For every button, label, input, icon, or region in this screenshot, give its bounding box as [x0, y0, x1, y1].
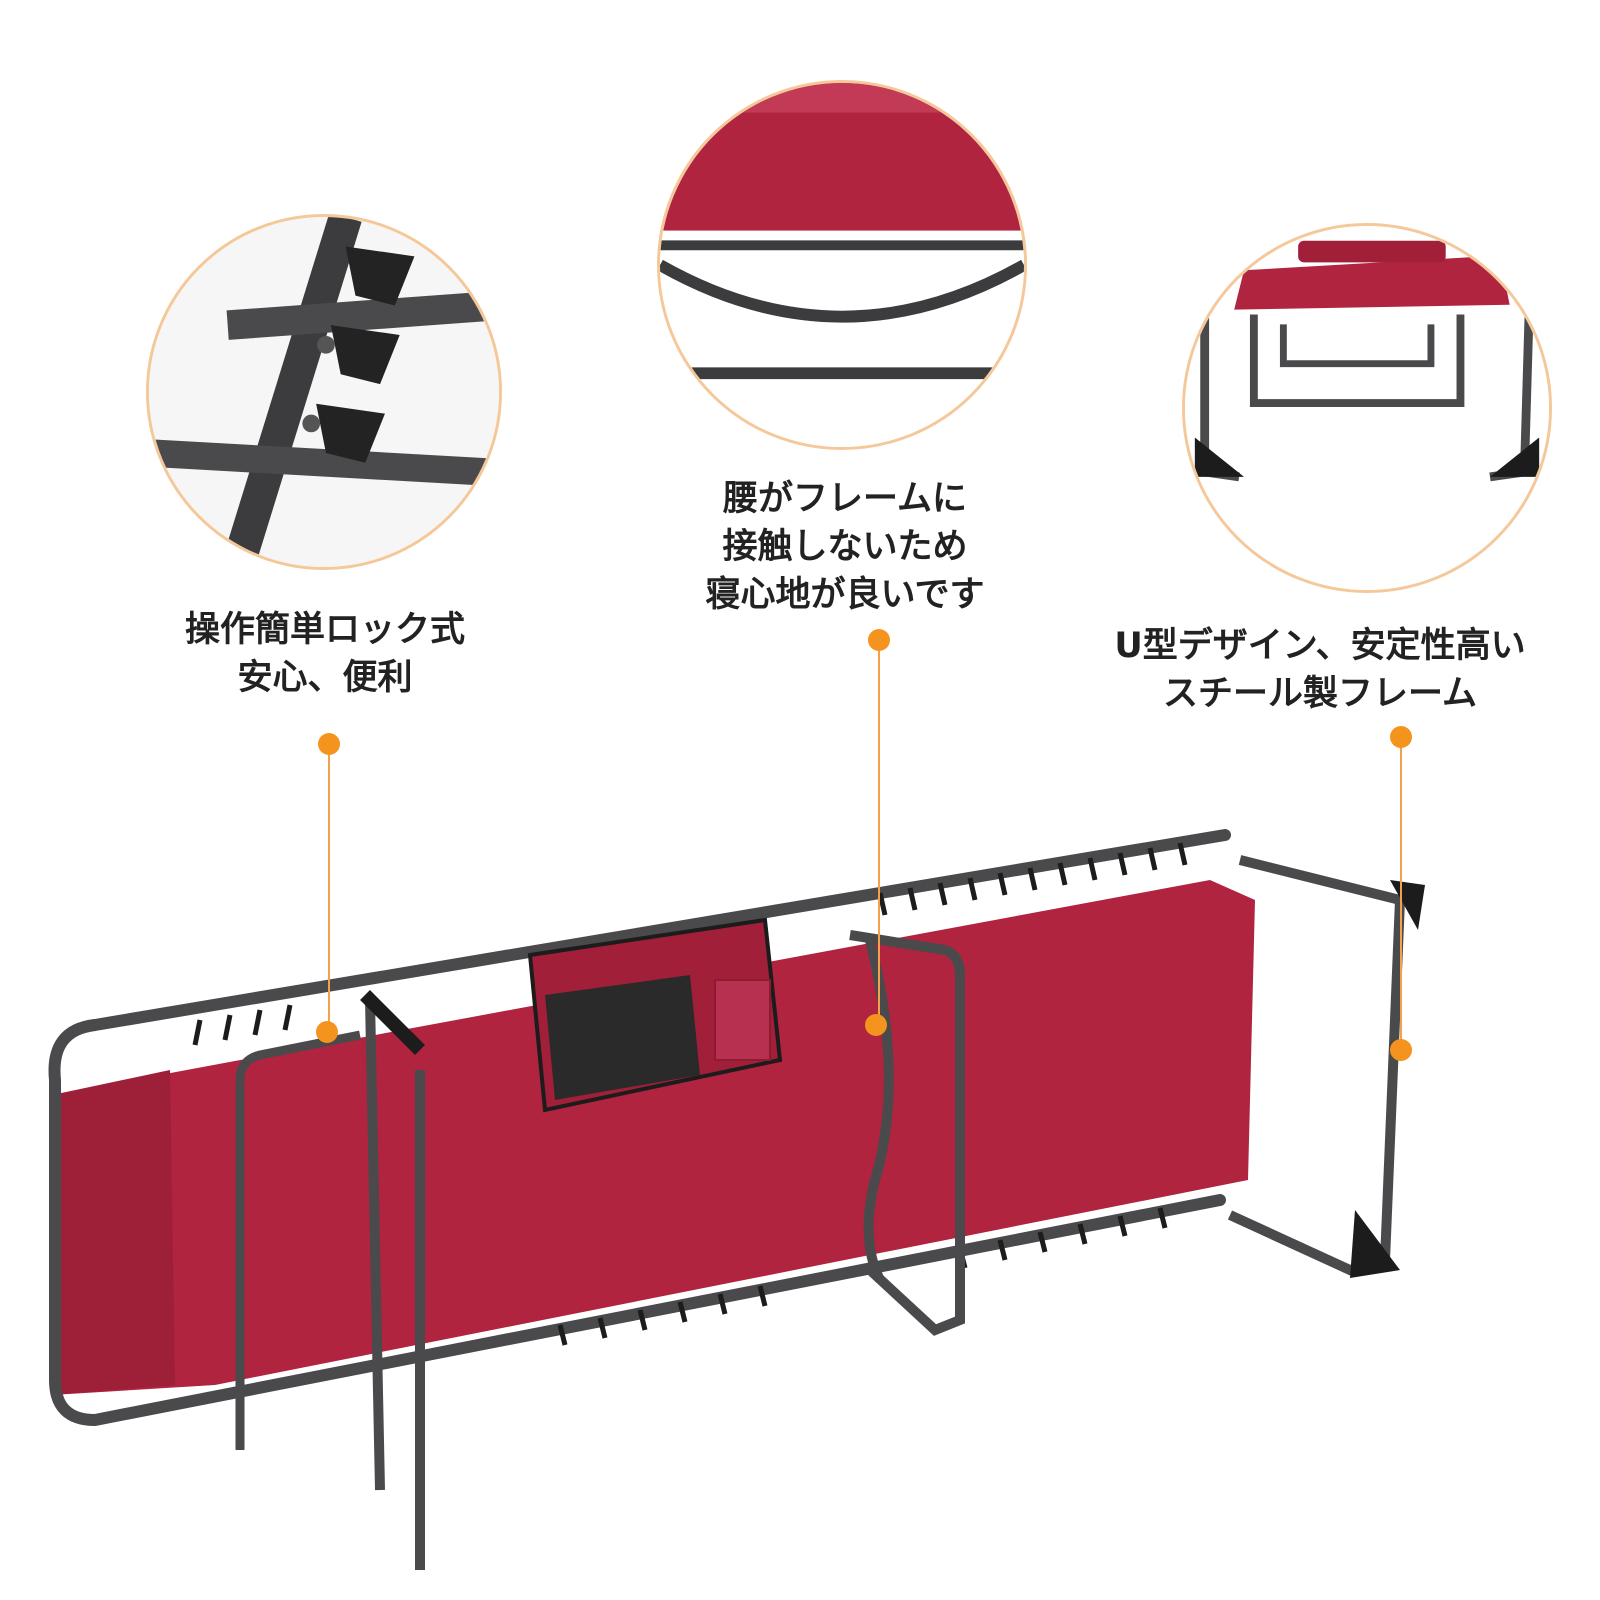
marker-dot-frame-top: [1390, 726, 1412, 748]
feature-caption-frame: U型デザイン、安定性高い スチール製フレーム: [1080, 622, 1560, 718]
frame-detail-circle: [1182, 223, 1552, 593]
marker-dot-lock-bottom: [316, 1021, 338, 1043]
caption-line: 安心、便利: [237, 658, 413, 698]
caption-line: U型デザイン、安定性高い: [1114, 626, 1526, 666]
marker-dot-waist-bottom: [865, 1014, 887, 1036]
marker-dot-lock-top: [318, 733, 340, 755]
feature-caption-waist: 腰がフレームに 接触しないため 寝心地が良いです: [660, 475, 1030, 619]
marker-dot-waist-top: [868, 629, 890, 651]
leader-line-frame: [1400, 737, 1402, 1049]
caption-line: 操作簡単ロック式: [184, 610, 465, 650]
leader-line-waist: [878, 640, 880, 1025]
caption-line: 腰がフレームに: [723, 479, 967, 519]
marker-dot-frame-bottom: [1390, 1039, 1412, 1061]
caption-line: スチール製フレーム: [1163, 674, 1477, 714]
lock-mechanism-image: [149, 217, 499, 567]
caption-line: 寝心地が良いです: [705, 575, 985, 615]
waist-detail-circle: [657, 80, 1027, 450]
fabric-frame-image: [660, 83, 1024, 447]
u-frame-image: [1185, 226, 1549, 590]
feature-caption-lock: 操作簡単ロック式 安心、便利: [120, 606, 530, 702]
caption-line: 接触しないため: [722, 527, 968, 567]
lock-detail-circle: [146, 214, 502, 570]
leader-line-lock: [328, 744, 330, 1030]
